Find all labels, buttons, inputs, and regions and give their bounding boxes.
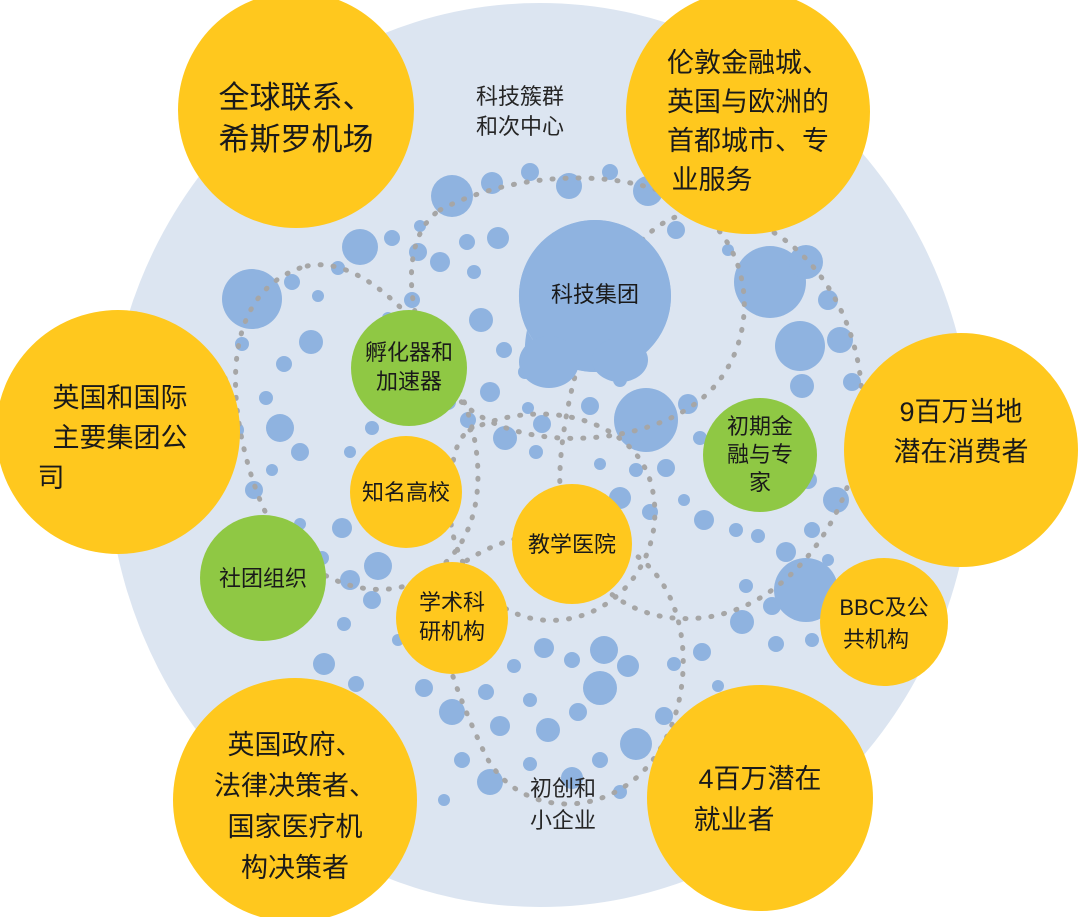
- outer-label-workers-2: 就业者: [694, 805, 775, 835]
- node-label-finance-2: 融与专: [727, 442, 793, 467]
- outer-label-groups-1: 英国和国际: [53, 383, 188, 413]
- node-academic-research-institutes[interactable]: 学术科 研机构: [396, 562, 508, 674]
- outer-circle-city-of-london[interactable]: 伦敦金融城、 英国与欧洲的 首都城市、专 业服务: [626, 0, 870, 234]
- node-tech-groups[interactable]: 科技集团: [518, 220, 671, 388]
- label-tech-clusters-1: 科技簇群: [476, 84, 564, 109]
- outer-circle-bbc-public-bodies[interactable]: BBC及公 共机构: [820, 558, 948, 686]
- outer-label-heathrow-2: 希斯罗机场: [219, 122, 374, 157]
- outer-label-bbc-2: 共机构: [843, 627, 909, 652]
- cluster-outline-right: [557, 209, 865, 622]
- outer-circle-four-million-workers[interactable]: 4百万潜在 就业者: [647, 685, 873, 911]
- node-label-universities: 知名高校: [362, 480, 450, 505]
- outer-label-heathrow-1: 全球联系、: [219, 80, 374, 115]
- outer-label-london-2: 英国与欧洲的: [667, 87, 829, 117]
- node-label-incubators-1: 孵化器和: [365, 340, 453, 365]
- node-community-organisations[interactable]: 社团组织: [200, 515, 326, 641]
- node-label-finance-1: 初期金: [727, 414, 793, 439]
- node-label-finance-3: 家: [749, 470, 771, 495]
- outer-label-bbc-1: BBC及公: [839, 595, 928, 620]
- outer-label-gov-4: 构决策者: [241, 853, 349, 883]
- node-label-tech-groups: 科技集团: [551, 282, 639, 307]
- plain-labels: 科技簇群 和次中心 初创和 小企业: [476, 84, 596, 833]
- outer-label-groups-3: 司: [38, 463, 65, 493]
- outer-label-london-3: 首都城市、专: [667, 126, 829, 156]
- outer-label-gov-3: 国家医疗机: [228, 812, 363, 842]
- label-startups-1: 初创和: [530, 776, 596, 801]
- node-label-community: 社团组织: [219, 566, 307, 591]
- outer-label-groups-2: 主要集团公: [53, 423, 188, 453]
- bubble-field: [216, 163, 890, 807]
- outer-label-london-1: 伦敦金融城、: [667, 48, 829, 78]
- label-tech-clusters-2: 和次中心: [476, 114, 564, 139]
- blue-bubble-cluster: [216, 163, 890, 806]
- outer-label-workers-1: 4百万潜在: [698, 764, 821, 794]
- node-early-stage-finance-experts[interactable]: 初期金 融与专 家: [703, 398, 817, 512]
- outer-circle-nine-million-consumers[interactable]: 9百万当地 潜在消费者: [844, 333, 1078, 567]
- outer-label-london-4: 业服务: [672, 165, 753, 195]
- cluster-outline-bottom: [437, 530, 686, 807]
- node-leading-universities[interactable]: 知名高校: [350, 436, 462, 548]
- outer-circle-uk-government-policy[interactable]: 英国政府、 法律决策者、 国家医疗机 构决策者: [173, 678, 417, 917]
- node-label-research-1: 学术科: [419, 590, 485, 615]
- outer-circle-uk-international-groups[interactable]: 英国和国际 主要集团公 司: [0, 310, 240, 554]
- outer-circle-global-links-heathrow[interactable]: 全球联系、 希斯罗机场: [178, 0, 414, 228]
- outer-label-consumers-1: 9百万当地: [899, 397, 1022, 427]
- node-label-hospitals: 教学医院: [528, 532, 616, 557]
- outer-label-consumers-2: 潜在消费者: [894, 437, 1029, 467]
- node-incubators-accelerators[interactable]: 孵化器和 加速器: [351, 310, 467, 426]
- label-startups-2: 小企业: [530, 808, 596, 833]
- inner-nodes: 科技集团 孵化器和 加速器 初期金 融与专 家 知名高校 社团组织: [200, 220, 817, 674]
- cluster-outline-center: [447, 411, 658, 623]
- node-label-incubators-2: 加速器: [376, 369, 442, 394]
- node-label-research-2: 研机构: [419, 619, 485, 644]
- outer-label-gov-2: 法律决策者、: [214, 771, 376, 801]
- node-teaching-hospitals[interactable]: 教学医院: [512, 484, 632, 604]
- outer-label-gov-1: 英国政府、: [228, 730, 363, 760]
